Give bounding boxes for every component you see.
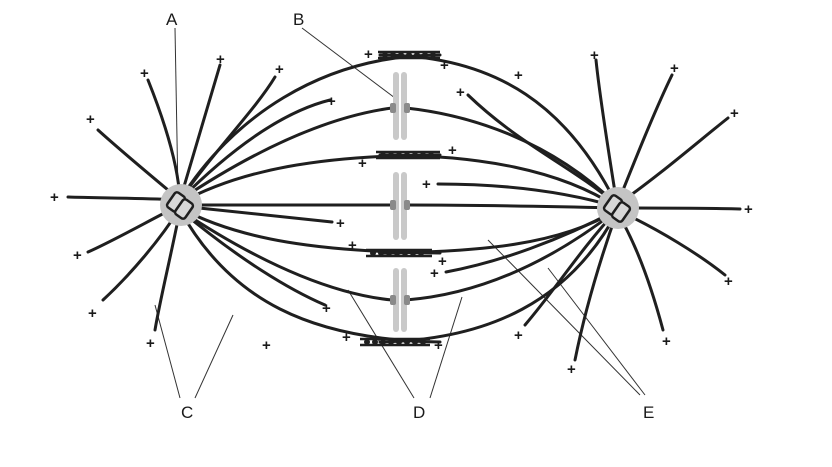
plus-sign: + — [662, 333, 671, 350]
plus-sign: + — [744, 201, 753, 218]
plus-sign: + — [50, 189, 59, 206]
chromosome-2 — [390, 172, 410, 240]
plus-sign: + — [440, 57, 449, 74]
overlap-zone-4 — [360, 337, 430, 347]
left-centrosome — [160, 184, 202, 226]
right-centrosome — [597, 187, 639, 229]
labels: A B C D E — [166, 10, 654, 422]
plus-sign: + — [88, 305, 97, 322]
plus-sign: + — [434, 337, 443, 354]
chromosome-1 — [390, 72, 410, 140]
plus-sign: + — [146, 335, 155, 352]
plus-sign: + — [430, 265, 439, 282]
plus-sign: + — [456, 84, 465, 101]
plus-sign: + — [567, 361, 576, 378]
chromosome-3 — [390, 268, 410, 332]
overlap-zones — [360, 50, 440, 347]
chromosomes — [390, 72, 410, 332]
plus-sign: + — [514, 67, 523, 84]
leader-c2 — [194, 314, 234, 399]
leader-e2 — [547, 267, 646, 396]
plus-sign: + — [86, 111, 95, 128]
plus-sign: + — [514, 327, 523, 344]
leader-a — [174, 27, 179, 195]
label-a: A — [166, 10, 178, 29]
plus-sign: + — [438, 253, 447, 270]
label-e: E — [643, 403, 654, 422]
plus-sign: + — [670, 60, 679, 77]
leader-b — [301, 27, 396, 99]
plus-sign: + — [448, 142, 457, 159]
plus-sign: + — [724, 273, 733, 290]
plus-sign: + — [140, 65, 149, 82]
plus-sign: + — [216, 51, 225, 68]
plus-sign: + — [275, 61, 284, 78]
plus-sign: + — [348, 237, 357, 254]
plus-sign: + — [364, 46, 373, 63]
label-b: B — [293, 10, 304, 29]
plus-sign: + — [590, 47, 599, 64]
plus-sign: + — [322, 300, 331, 317]
kinetochore-microtubules — [178, 93, 619, 307]
plus-sign: + — [730, 105, 739, 122]
overlap-zone-3 — [366, 248, 432, 258]
plus-sign: + — [336, 215, 345, 232]
label-c: C — [181, 403, 193, 422]
leader-c1 — [154, 304, 181, 399]
overlap-zone-2 — [376, 150, 440, 160]
label-d: D — [413, 403, 425, 422]
plus-sign: + — [358, 155, 367, 172]
plus-sign: + — [327, 93, 336, 110]
plus-sign: + — [73, 247, 82, 264]
leader-e1 — [487, 239, 641, 396]
plus-end-markers: + + + + + + + + + + + + + + + + + + + + … — [50, 46, 753, 378]
plus-sign: + — [262, 337, 271, 354]
plus-sign: + — [422, 176, 431, 193]
plus-sign: + — [342, 329, 351, 346]
overlap-zone-1 — [378, 50, 440, 60]
leader-d2 — [429, 296, 463, 399]
